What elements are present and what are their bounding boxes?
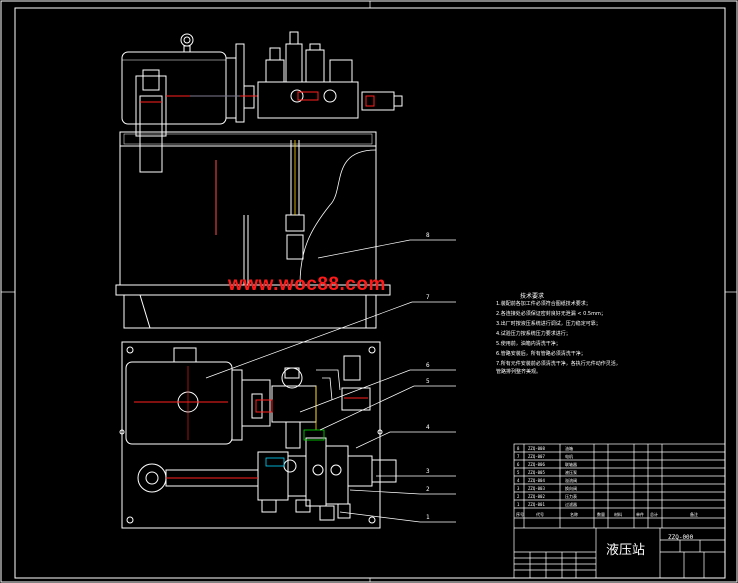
bom-name: 液压泵 (565, 470, 577, 475)
tech-note: 2.各连接处必须保证密封良好无泄漏 < 0.5mm； (496, 311, 606, 317)
title-block (513, 443, 726, 579)
bom-header: 备注 (690, 512, 698, 517)
bom-code: ZZQ-004 (528, 478, 545, 483)
tech-note: 6.管路安装后，所有管路必须清洗干净； (496, 351, 586, 357)
bom-no: 7 (517, 454, 520, 459)
bom-header: 数量 (597, 512, 605, 517)
watermark: www.woc88.com (228, 274, 386, 295)
bom-no: 8 (517, 446, 520, 451)
bom-name: 电机 (565, 454, 573, 459)
bom-header: 单件 (636, 512, 644, 517)
tech-note: 4.试验压力按系统压力要求进行； (496, 331, 571, 337)
motor (121, 51, 227, 125)
drawing-title: 液压站 (606, 543, 646, 558)
callout-leaders (205, 239, 456, 523)
bom-code: ZZQ-006 (528, 462, 545, 467)
bom-code: ZZQ-001 (528, 502, 545, 507)
bom-name: 过滤器 (565, 502, 577, 507)
filter (137, 463, 167, 493)
tech-note: 管路排列整齐美观。 (496, 369, 542, 375)
bom-code: ZZQ-002 (528, 494, 545, 499)
bom-no: 1 (517, 502, 520, 507)
bom-name: 压力表 (565, 494, 577, 499)
bom-no: 4 (517, 478, 520, 483)
callout-number: 6 (426, 362, 430, 369)
bom-header: 总计 (650, 512, 658, 517)
drawing-code: ZZQ-000 (668, 534, 694, 541)
top-view-accents (134, 366, 368, 479)
callout-number: 1 (426, 514, 430, 521)
bom-code: ZZQ-005 (528, 470, 545, 475)
callout-number: 3 (426, 468, 430, 475)
tech-note: 3.出厂时按液压系统进行调试，压力稳定可靠； (496, 321, 601, 327)
tech-note: 1.装配前各加工件必须符合图纸技术要求； (496, 301, 591, 307)
front-view (115, 31, 403, 329)
bom-header: 名称 (570, 512, 578, 517)
top-view (119, 341, 397, 529)
bom-name: 换向阀 (565, 486, 577, 491)
callout-number: 5 (426, 378, 430, 385)
bom-no: 6 (517, 462, 520, 467)
tech-note: 7.所有元件安装前必须清洗干净，各执行元件动作灵活， (496, 361, 621, 367)
bom-name: 联轴器 (565, 462, 577, 467)
bom-header: 材料 (614, 512, 622, 517)
callout-number: 4 (426, 424, 430, 431)
bom-no: 5 (517, 470, 520, 475)
callout-number: 7 (426, 294, 430, 301)
bom-no: 3 (517, 486, 520, 491)
tech-note: 5.使用前，油箱内清洗干净； (496, 341, 561, 347)
bom-code: ZZQ-003 (528, 486, 545, 491)
callout-number: 8 (426, 232, 430, 239)
tank-plate (121, 341, 381, 529)
tech-requirements-title: 技术要求 (520, 293, 545, 300)
bom-code: ZZQ-007 (528, 454, 545, 459)
bom-header: 序号 (516, 512, 524, 517)
bom-header: 代号 (536, 512, 544, 517)
bom-name: 油箱 (565, 446, 573, 451)
front-view-accents (140, 91, 375, 235)
bom-code: ZZQ-008 (528, 446, 545, 451)
bom-name: 溢流阀 (565, 478, 577, 483)
bom-no: 2 (517, 494, 520, 499)
callout-number: 2 (426, 486, 430, 493)
